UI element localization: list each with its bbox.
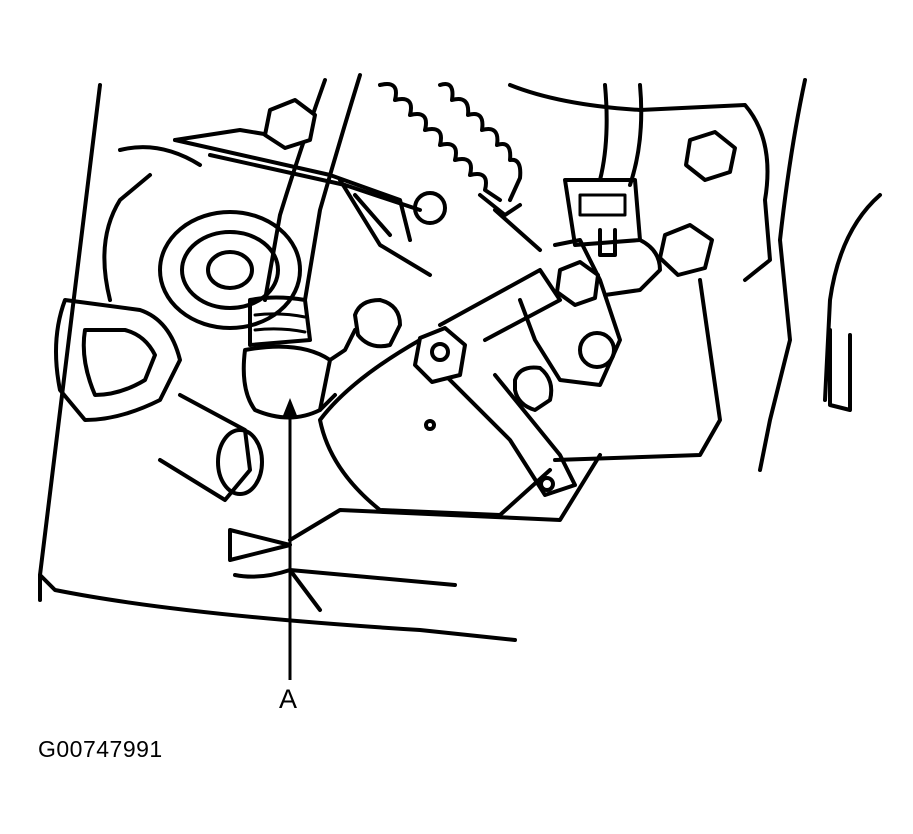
sensor-connector [563, 83, 662, 297]
figure-id: G00747991 [38, 736, 163, 762]
callout-a-leader [282, 398, 298, 680]
left-bracket [54, 298, 264, 502]
lever-stops [353, 298, 554, 412]
bolts [263, 98, 737, 277]
shift-lever-plate [318, 238, 622, 517]
hose [248, 73, 362, 347]
transmission-housing [38, 78, 882, 642]
right-tube [828, 328, 852, 412]
callout-label-a: A [279, 684, 298, 714]
linkage-rods [173, 138, 447, 277]
left-boss [102, 128, 302, 330]
hose-connector [241, 328, 357, 420]
bellows-boot [378, 82, 542, 252]
